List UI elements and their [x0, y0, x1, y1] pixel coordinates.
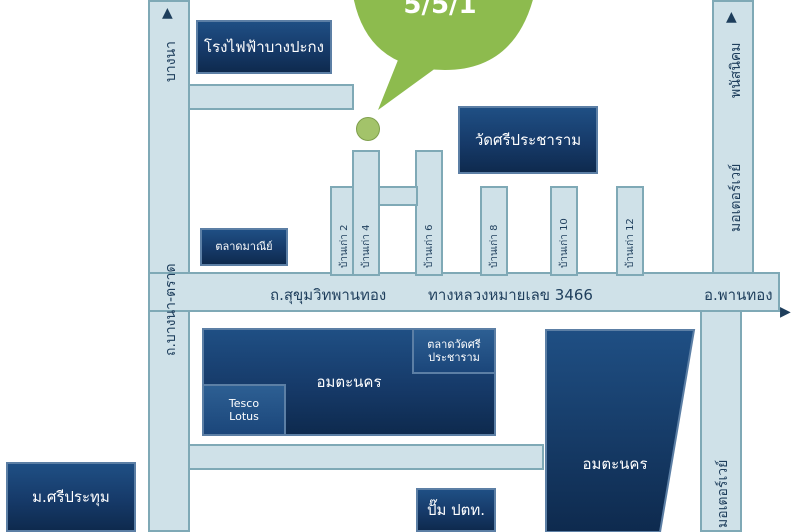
label-soi-6: บ้านเก่า 6	[424, 224, 435, 268]
north-arrow-icon-left: ▲	[162, 5, 173, 21]
place-market-wat-si[interactable]: ตลาดวัดศรี ประชาราม	[412, 328, 496, 374]
place-wat-si-pracharam[interactable]: วัดศรีประชาราม	[458, 106, 598, 174]
market-wat-si-line1: ตลาดวัดศรี	[427, 337, 481, 351]
place-sripatum-university[interactable]: ม.ศรีประทุม	[6, 462, 136, 532]
north-arrow-icon-right: ▲	[726, 9, 737, 25]
soi-6	[415, 150, 443, 276]
place-tesco-lotus[interactable]: Tesco Lotus	[202, 384, 286, 436]
ptt-label: ปั๊ม ปตท.	[426, 501, 486, 519]
label-soi-2: บ้านเก่า 2	[339, 224, 350, 268]
label-motorway-north: มอเตอร์เวย์	[728, 163, 744, 232]
label-highway-3466: ทางหลวงหมายเลข 3466	[428, 286, 593, 304]
soi-12	[616, 186, 644, 276]
market-wat-si-line2: ประชาราม	[428, 351, 480, 364]
label-soi-12: บ้านเก่า 12	[625, 218, 636, 268]
tesco-line2: Lotus	[229, 410, 259, 423]
label-phanat: พนัสนิคม	[728, 42, 744, 98]
soi-8	[480, 186, 508, 276]
road-bangna-trat	[148, 0, 190, 532]
place-power-plant[interactable]: โรงไฟฟ้าบางปะกง	[196, 20, 332, 74]
label-sukhumvit: ถ.สุขุมวิทพานทอง	[270, 286, 387, 304]
soi-10	[550, 186, 578, 276]
amata-right-label: อมตะนคร	[582, 455, 648, 473]
label-bangna: บางนา	[163, 40, 179, 82]
east-arrow-icon: ▶	[780, 304, 791, 320]
label-motorway-south: มอเตอร์เวย์	[715, 459, 731, 528]
road-top-spur	[188, 84, 354, 110]
location-callout-bubble	[353, 0, 533, 110]
label-soi-4: บ้านเก่า 4	[361, 224, 372, 268]
tesco-line1: Tesco	[228, 396, 260, 410]
place-ptt-station[interactable]: ปั๊ม ปตท.	[416, 488, 496, 532]
road-motorway-south	[700, 310, 742, 532]
label-soi-8: บ้านเก่า 8	[489, 224, 500, 268]
bubble-text: 5/5/1	[403, 0, 477, 20]
amata-left-label: อมตะนคร	[316, 373, 382, 391]
soi-4	[352, 150, 380, 276]
place-market-manee[interactable]: ตลาดมาณีย์	[200, 228, 288, 266]
label-phanthong: อ.พานทอง	[704, 286, 773, 304]
label-bangna-trat: ถ.บางนา-ตราด	[163, 263, 179, 356]
wat-si-label: วัดศรีประชาราม	[474, 131, 582, 149]
place-amata-right[interactable]	[544, 328, 696, 532]
school-label: ม.ศรีประทุม	[32, 488, 110, 506]
road-motorway-north	[712, 0, 754, 280]
location-marker-icon[interactable]	[356, 117, 380, 141]
road-sukhumvit	[148, 272, 780, 312]
market-manee-label: ตลาดมาณีย์	[215, 240, 273, 254]
road-south-loop	[188, 444, 544, 470]
soi-6b	[378, 186, 418, 206]
label-soi-10: บ้านเก่า 10	[559, 218, 570, 268]
power-plant-label: โรงไฟฟ้าบางปะกง	[204, 38, 324, 56]
